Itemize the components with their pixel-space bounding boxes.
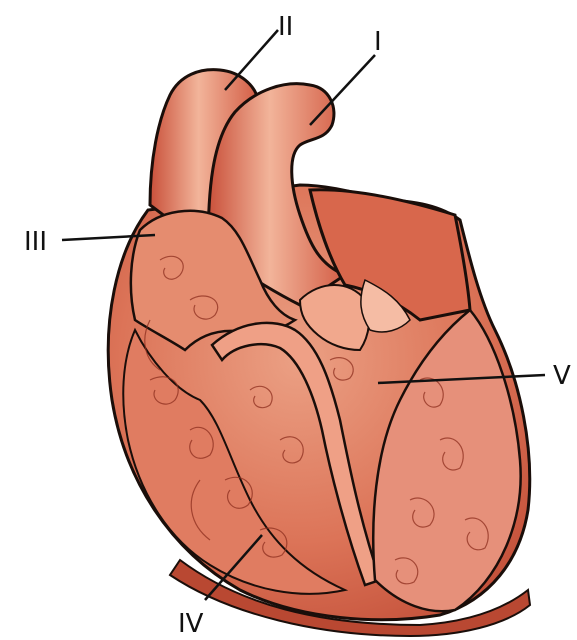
label-right-ventricle: IV	[178, 609, 204, 639]
leader-line-pulmonary-artery	[225, 30, 278, 90]
label-right-atrium: III	[24, 227, 47, 257]
label-pulmonary-artery: II	[278, 12, 293, 42]
label-left-ventricle: V	[553, 361, 571, 391]
label-aorta: I	[374, 27, 382, 57]
